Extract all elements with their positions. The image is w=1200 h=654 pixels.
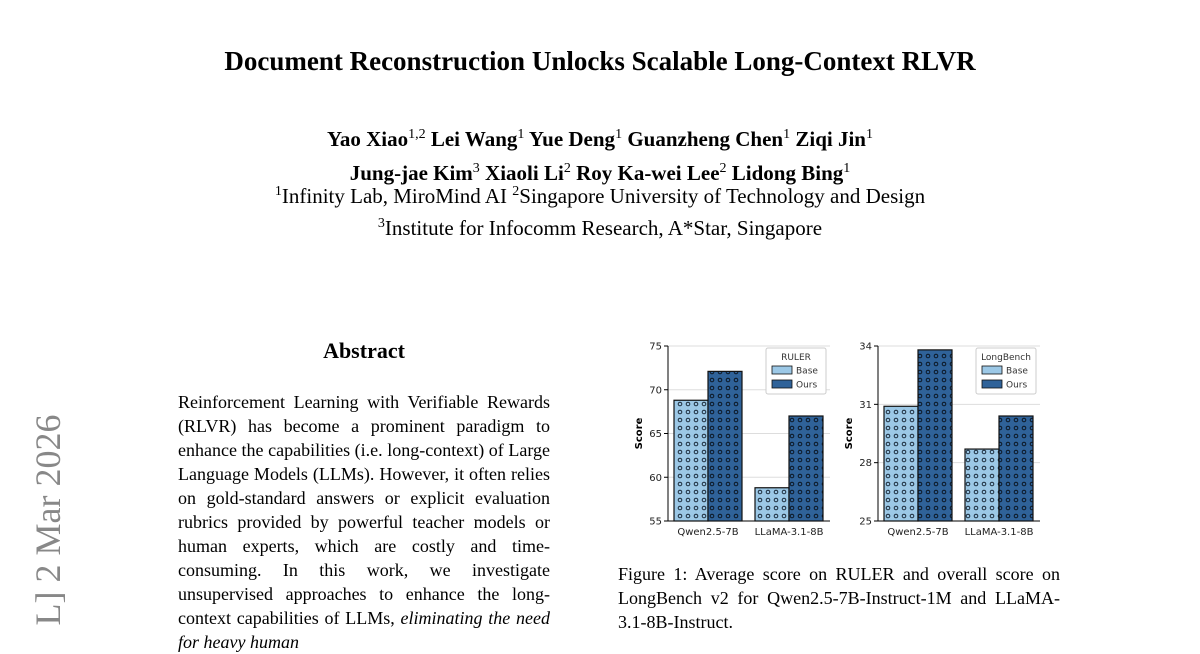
author-name: Yao Xiao	[327, 127, 409, 151]
author-affil-mark: 1	[865, 127, 873, 142]
y-axis-label: Score	[634, 417, 645, 449]
author-affil-mark: 1	[615, 127, 623, 142]
legend-title: RULER	[781, 353, 811, 363]
author-name: Lei Wang	[430, 127, 518, 151]
abstract-body: Reinforcement Learning with Verifiable R…	[178, 390, 550, 654]
bar-ours	[788, 415, 824, 522]
legend-label: Ours	[1006, 381, 1027, 391]
figure-caption: Figure 1: Average score on RULER and ove…	[618, 564, 1060, 632]
author-name: Yue Deng	[528, 127, 616, 151]
bar-base	[673, 399, 709, 522]
author-affil-mark: 3	[472, 161, 480, 176]
y-tick-label: 55	[649, 517, 662, 528]
abstract-text: Reinforcement Learning with Verifiable R…	[178, 392, 550, 628]
author-name: Ziqi Jin	[795, 127, 866, 151]
author-line-2: Jung-jae Kim3 Xiaoli Li2 Roy Ka-wei Lee2…	[0, 154, 1200, 188]
author-name: Xiaoli Li	[485, 161, 564, 185]
author-affil-mark: 2	[563, 161, 571, 176]
legend-swatch-base	[771, 365, 793, 375]
author-affil-mark: 1,2	[408, 127, 426, 142]
arxiv-stamp-text: L] 2 Mar 2026	[28, 414, 68, 626]
author-list: Yao Xiao1,2 Lei Wang1 Yue Deng1 Guanzhen…	[0, 120, 1200, 188]
legend-title: LongBench	[981, 353, 1031, 363]
author-name: Roy Ka-wei Lee	[576, 161, 720, 185]
bar-base	[754, 487, 790, 522]
y-tick-label: 31	[859, 400, 872, 411]
author-affil-mark: 1	[843, 161, 851, 176]
x-tick-label: Qwen2.5-7B	[677, 527, 738, 538]
affiliation-mark: 3	[377, 216, 385, 231]
author-affil-mark: 2	[719, 161, 727, 176]
affiliation-line-2: 3Institute for Infocomm Research, A*Star…	[0, 210, 1200, 242]
bar-ours	[707, 370, 743, 522]
legend-label: Ours	[796, 381, 817, 391]
paper-title: Document Reconstruction Unlocks Scalable…	[224, 46, 976, 76]
legend-label: Base	[796, 367, 818, 377]
bar-ours	[998, 415, 1034, 522]
author-name: Guanzheng Chen	[627, 127, 784, 151]
affiliation-mark: 2	[512, 184, 520, 199]
y-axis-label: Score	[844, 417, 855, 449]
legend-label: Base	[1006, 367, 1028, 377]
bar-base	[883, 405, 919, 522]
legend-swatch-ours	[981, 379, 1003, 389]
y-tick-label: 28	[859, 458, 872, 469]
affiliation-text: Infinity Lab, MiroMind AI	[281, 184, 513, 208]
x-tick-label: LLaMA-3.1-8B	[755, 527, 824, 538]
y-tick-label: 65	[649, 429, 662, 440]
bar-base	[964, 448, 1000, 522]
arxiv-side-stamp: L] 2 Mar 2026	[18, 0, 78, 648]
author-name: Jung-jae Kim	[349, 161, 473, 185]
affiliations: 1Infinity Lab, MiroMind AI 2Singapore Un…	[0, 178, 1200, 242]
legend-swatch-ours	[771, 379, 793, 389]
x-tick-label: LLaMA-3.1-8B	[965, 527, 1034, 538]
affiliation-text: Singapore University of Technology and D…	[519, 184, 926, 208]
y-tick-label: 70	[649, 385, 662, 396]
author-affil-mark: 1	[783, 127, 791, 142]
y-tick-label: 60	[649, 473, 662, 484]
author-affil-mark: 1	[517, 127, 525, 142]
author-line-1: Yao Xiao1,2 Lei Wang1 Yue Deng1 Guanzhen…	[0, 120, 1200, 154]
y-tick-label: 25	[859, 517, 872, 528]
author-name: Lidong Bing	[731, 161, 844, 185]
affiliation-line-1: 1Infinity Lab, MiroMind AI 2Singapore Un…	[0, 178, 1200, 210]
abstract-italic-text: eliminating the need for heavy human	[178, 608, 550, 652]
legend-swatch-base	[981, 365, 1003, 375]
x-tick-label: Qwen2.5-7B	[887, 527, 948, 538]
affiliation-text: Institute for Infocomm Research, A*Star,…	[384, 216, 823, 240]
affiliation-mark: 1	[274, 184, 282, 199]
y-tick-label: 34	[859, 342, 872, 353]
bar-ours	[917, 349, 953, 522]
y-tick-label: 75	[649, 342, 662, 353]
abstract-heading: Abstract	[323, 338, 405, 363]
